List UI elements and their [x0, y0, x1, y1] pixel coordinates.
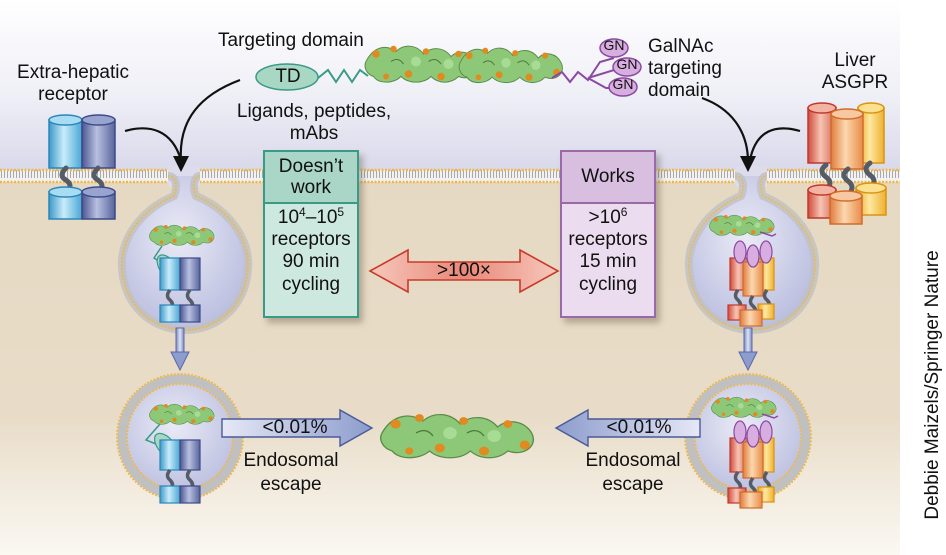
- galnac-label-line1: GalNAc: [648, 36, 714, 57]
- galnac-badge: GN: [603, 37, 625, 53]
- left-escape-label-line1: Endosomal: [243, 450, 339, 471]
- image-credit: Debbie Maizels/Springer Nature: [922, 250, 943, 520]
- right-escape-arrow: [554, 408, 701, 448]
- galnac-label-line2: targeting: [648, 58, 722, 79]
- asgpr-uptake-arrow: [748, 127, 801, 161]
- right-endosome-cargo: [711, 396, 779, 509]
- doesnt-work-title-line1: Doesn’t: [278, 155, 344, 177]
- asgpr-receptor-icon: [807, 102, 887, 225]
- extra-hepatic-label-line2: receptor: [38, 84, 108, 105]
- works-body: >106 receptors 15 min cycling: [562, 204, 654, 296]
- fold-difference-arrow: [368, 248, 560, 294]
- works-box: Works >106 receptors 15 min cycling: [560, 150, 656, 318]
- extra-hepatic-label-line1: Extra-hepatic: [17, 62, 129, 83]
- cycling-time: 90 min: [282, 251, 340, 273]
- doesnt-work-body: 104–105 receptors 90 min cycling: [265, 204, 357, 296]
- td-uptake-arrow: [179, 78, 241, 163]
- cycling-text: cycling: [281, 273, 341, 295]
- receptor-uptake-arrow: [124, 127, 183, 161]
- left-escape-percent: <0.01%: [262, 417, 328, 438]
- receptors-text: receptors: [568, 229, 648, 251]
- arrowhead-icon: [740, 156, 756, 172]
- galnac-ellipse: [608, 77, 638, 97]
- works-header: Works: [562, 152, 654, 204]
- td-sirna-galnac-conjugate: [255, 38, 642, 97]
- works-title: Works: [581, 166, 635, 188]
- targeting-domain-label: Targeting domain: [218, 30, 364, 51]
- galnac-ellipse: [612, 57, 642, 77]
- right-down-arrow: [738, 327, 758, 372]
- galnac-badge: GN: [612, 76, 634, 92]
- receptor-count-range: 104–105: [277, 205, 345, 228]
- left-pit-cargo: [149, 224, 215, 323]
- right-escape-percent: <0.01%: [606, 417, 672, 438]
- left-endocytic-vesicle: [117, 172, 253, 335]
- right-escape-label-line1: Endosomal: [585, 450, 681, 471]
- galnac-ellipse: [599, 38, 629, 58]
- left-down-arrow: [170, 327, 190, 372]
- left-endosome-cargo: [144, 403, 215, 504]
- cycling-time: 15 min: [579, 251, 637, 273]
- doesnt-work-header: Doesn’t work: [265, 152, 357, 204]
- td-examples-line1: Ligands, peptides,: [236, 101, 392, 122]
- receptors-text: receptors: [271, 229, 351, 251]
- receptor-count: >106: [588, 205, 628, 228]
- asgpr-label-line1: Liver: [834, 50, 876, 71]
- galnac-badge: GN: [616, 56, 638, 72]
- diagram-artwork: [0, 0, 900, 555]
- td-examples-line2: mAbs: [289, 123, 339, 144]
- cycling-text: cycling: [578, 273, 638, 295]
- right-escape-label-line2: escape: [602, 474, 664, 495]
- doesnt-work-box: Doesn’t work 104–105 receptors 90 min cy…: [263, 150, 359, 318]
- left-escape-arrow: [221, 408, 374, 448]
- uptake-arrows: [124, 78, 801, 163]
- arrowhead-icon: [173, 156, 189, 172]
- td-badge-label: TD: [275, 66, 301, 87]
- right-pit-cargo: [709, 214, 777, 327]
- left-escape-label-line2: escape: [260, 474, 322, 495]
- galnac-label-line3: domain: [648, 80, 711, 101]
- asgpr-label-line2: ASGPR: [821, 72, 889, 93]
- galnac-uptake-arrow: [701, 96, 750, 163]
- fold-difference-label: >100×: [437, 260, 491, 281]
- doesnt-work-title-line2: work: [290, 177, 332, 198]
- extra-hepatic-receptor-icon: [48, 114, 116, 220]
